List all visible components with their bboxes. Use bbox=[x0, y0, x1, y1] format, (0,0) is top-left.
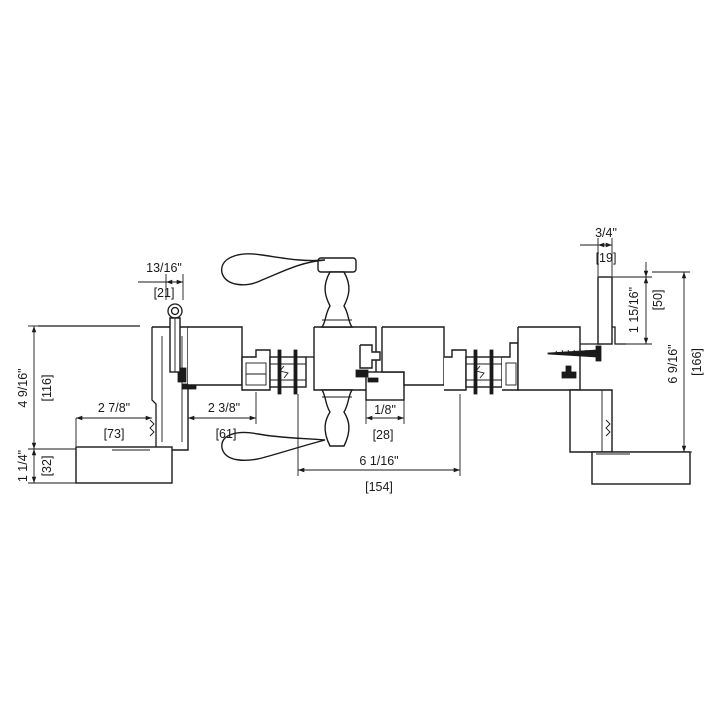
dimension-2-3-8: 2 3/8" [61] bbox=[188, 392, 257, 441]
left-sash bbox=[188, 326, 307, 395]
dimension-6-9-16-imperial: 6 9/16" bbox=[666, 344, 680, 383]
dimension-4-9-16-imperial: 4 9/16" bbox=[16, 368, 30, 407]
dimension-13-16-imperial: 13/16" bbox=[146, 261, 182, 275]
dimension-2-7-8-metric: [73] bbox=[104, 427, 125, 441]
dimension-13-16: 13/16" [21] bbox=[138, 261, 184, 300]
dimension-2-7-8: 2 7/8" [73] bbox=[75, 401, 152, 446]
dimension-1-15-16: 1 15/16" [50] bbox=[612, 262, 665, 345]
dimension-1-8-metric: [28] bbox=[373, 428, 394, 442]
handle-stem-lower bbox=[320, 389, 354, 447]
dimension-4-9-16-metric: [116] bbox=[40, 375, 54, 402]
dimension-1-1-4-imperial: 1 1/4" bbox=[16, 450, 30, 482]
dimension-1-1-4: 1 1/4" [32] bbox=[16, 449, 76, 484]
right-jamb bbox=[517, 276, 691, 485]
dimension-1-15-16-imperial: 1 15/16" bbox=[627, 287, 641, 333]
lever-handle-upper-icon bbox=[221, 253, 326, 286]
right-sash bbox=[381, 326, 519, 395]
lever-handle-lower-icon bbox=[221, 431, 326, 461]
dimension-3-4-imperial: 3/4" bbox=[595, 226, 617, 240]
dimension-6-9-16-metric: [166] bbox=[690, 348, 704, 376]
dimension-1-8-imperial: 1/8" bbox=[374, 403, 396, 417]
screw-icon bbox=[547, 345, 602, 362]
dimension-6-1-16-imperial: 6 1/16" bbox=[359, 454, 398, 468]
dimension-3-4-metric: [19] bbox=[596, 251, 617, 265]
dimension-3-4: 3/4" [19] bbox=[580, 226, 617, 276]
dimension-13-16-metric: [21] bbox=[154, 286, 175, 300]
dimension-1-8: 1/8" [28] bbox=[365, 400, 405, 442]
dimension-1-1-4-metric: [32] bbox=[40, 456, 54, 477]
dimension-6-1-16-metric: [154] bbox=[365, 480, 393, 494]
handle-stem-upper bbox=[317, 257, 357, 328]
center-mullion bbox=[306, 326, 405, 401]
left-pivot-hinge bbox=[167, 303, 183, 373]
dimension-2-3-8-metric: [61] bbox=[216, 427, 237, 441]
dimension-2-7-8-imperial: 2 7/8" bbox=[98, 401, 130, 415]
dimension-4-9-16: 4 9/16" [116] bbox=[16, 325, 76, 450]
dimension-6-1-16: 6 1/16" [154] bbox=[297, 394, 461, 494]
dimension-2-3-8-imperial: 2 3/8" bbox=[208, 401, 240, 415]
dimension-6-9-16: 6 9/16" [166] bbox=[652, 271, 704, 453]
dimension-1-15-16-metric: [50] bbox=[651, 290, 665, 311]
